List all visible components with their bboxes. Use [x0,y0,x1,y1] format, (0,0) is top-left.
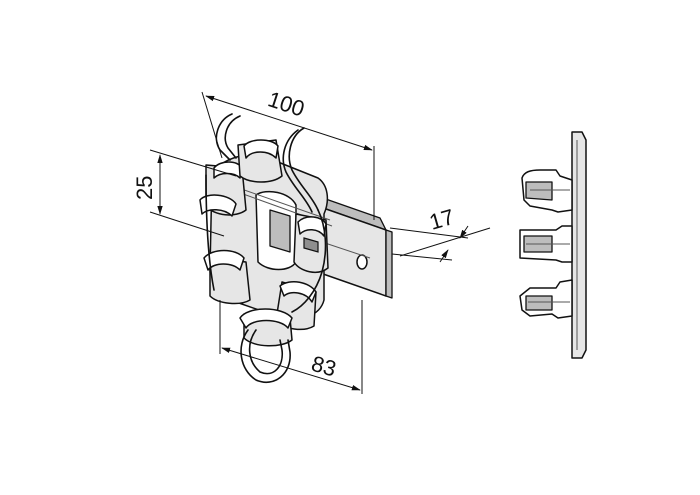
dimension-83-label: 83 [309,351,339,382]
upper-center-clip [237,139,283,183]
bracket-isometric-view [199,113,393,384]
lower-left-clip [203,249,251,305]
dimension-17-label: 17 [426,204,456,235]
right-clip [293,213,329,274]
dimension-25-label: 25 [132,176,157,200]
dimension-100-label: 100 [265,86,308,121]
bottom-clip [239,308,293,347]
dimension-17: 17 [389,204,491,263]
bracket-side-view [519,131,587,359]
dimension-25: 25 [132,149,237,237]
